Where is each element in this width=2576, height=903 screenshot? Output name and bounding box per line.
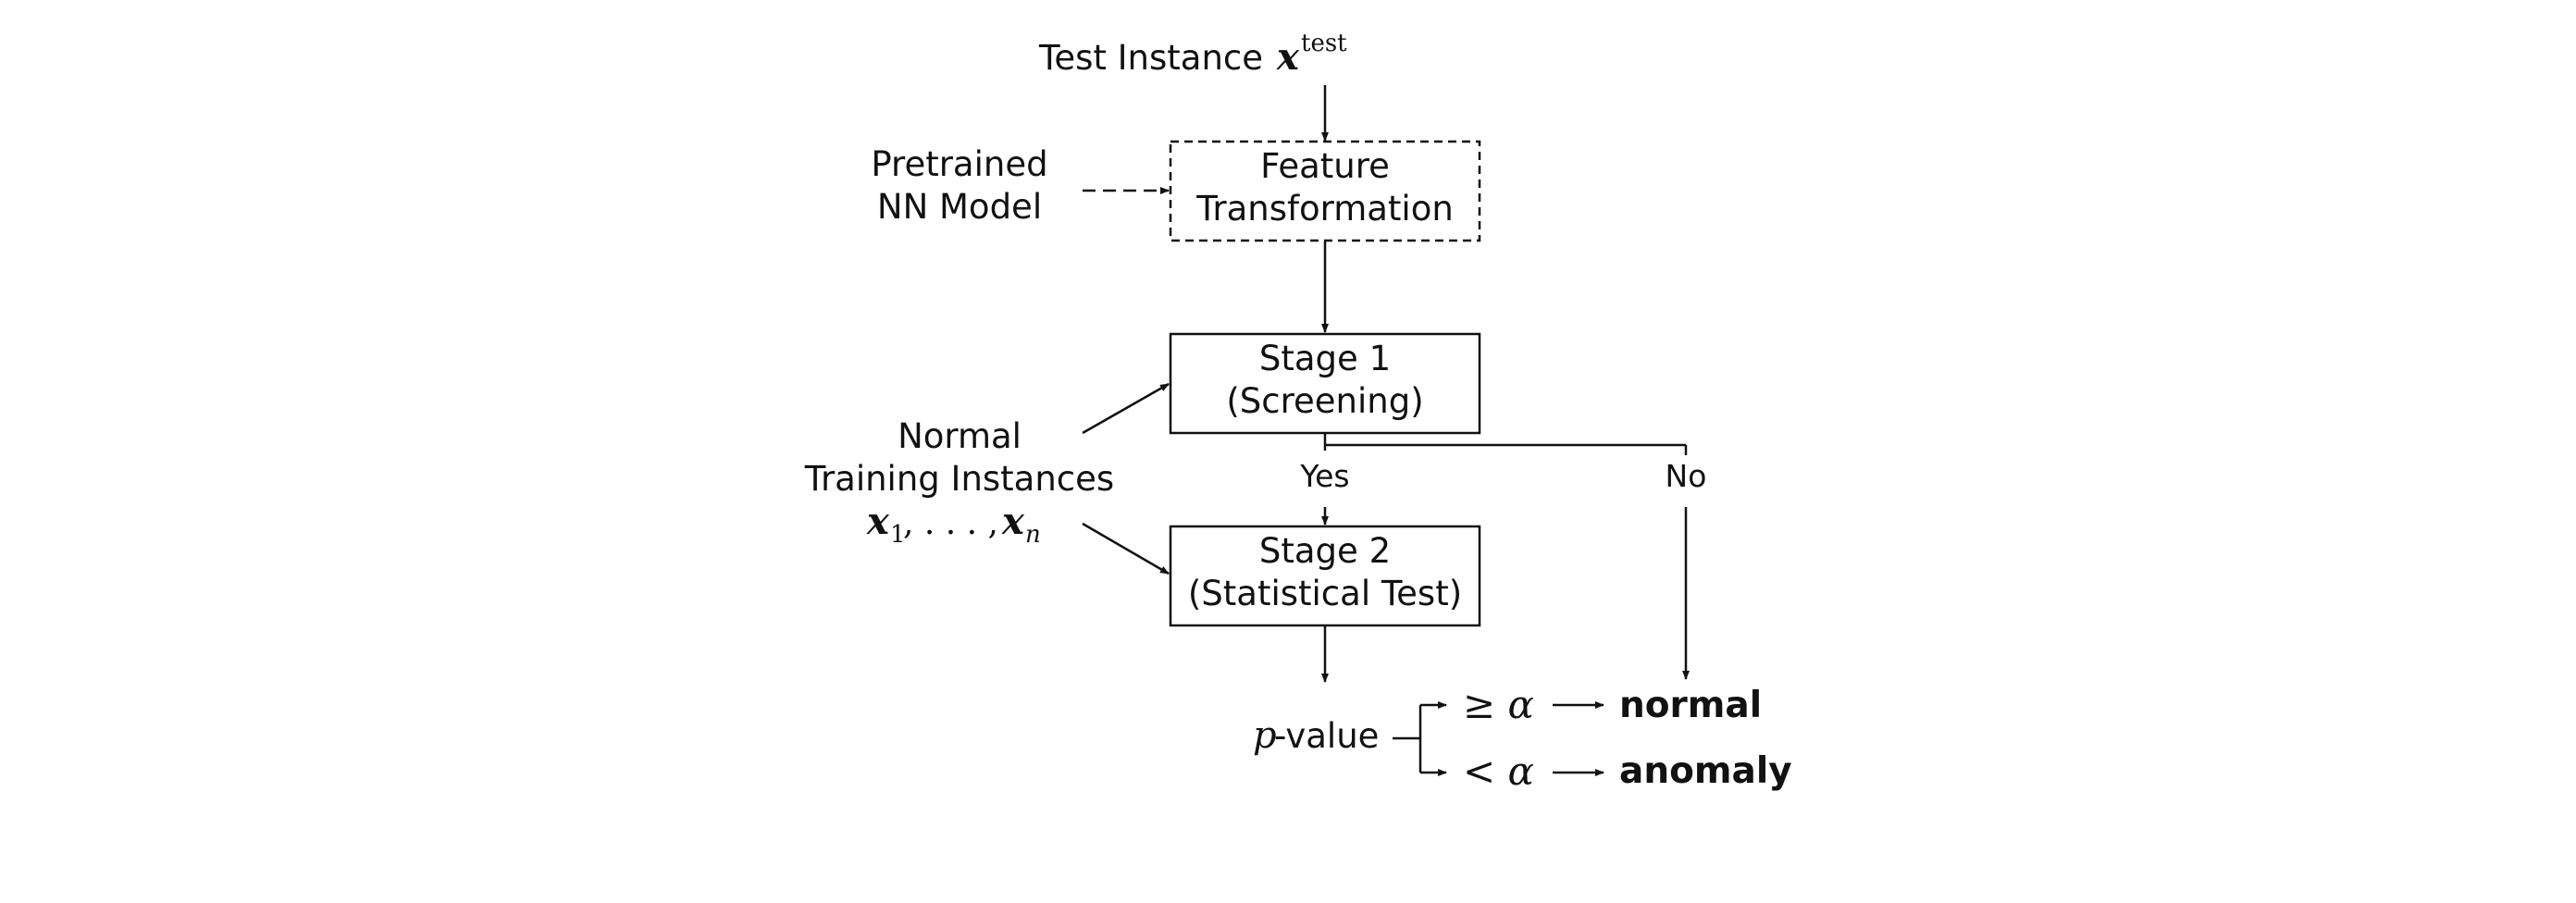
p-value-symbol: p xyxy=(1253,714,1277,757)
stage1-label-line1: Stage 1 xyxy=(1259,339,1391,378)
stage2-label-line2: (Statistical Test) xyxy=(1188,574,1462,613)
test-instance-symbol: x xyxy=(1276,35,1300,79)
feature-label-line2: Transformation xyxy=(1195,189,1454,229)
outcome-normal: normal xyxy=(1619,685,1762,726)
training-x1: x xyxy=(866,500,890,543)
p-value-node: p -value xyxy=(1253,714,1379,757)
feature-transformation-box: Feature Transformation xyxy=(1169,140,1481,242)
training-instances-node: Normal Training Instances x 1 , . . . , … xyxy=(804,416,1114,549)
pretrained-label-line2: NN Model xyxy=(877,187,1042,227)
pretrained-label-line1: Pretrained xyxy=(871,144,1047,184)
training-math: x 1 , . . . , x n xyxy=(866,500,1041,549)
stage2-label-line1: Stage 2 xyxy=(1259,531,1391,571)
feature-label-line1: Feature xyxy=(1260,146,1390,186)
training-label-line2: Training Instances xyxy=(804,459,1114,499)
stage1-label-line2: (Screening) xyxy=(1226,381,1423,421)
outcome-anomaly: anomaly xyxy=(1619,750,1792,792)
branch-no-label: No xyxy=(1666,458,1707,494)
threshold-ge-alpha: ≥ α xyxy=(1463,682,1534,727)
threshold-lt-alpha: < α xyxy=(1463,748,1534,794)
test-instance-label: Test Instance xyxy=(1038,38,1263,78)
test-instance-node: Test Instance x test xyxy=(1038,30,1347,79)
pretrained-model-node: Pretrained NN Model xyxy=(871,144,1047,227)
test-instance-superscript: test xyxy=(1301,30,1347,57)
training-subn: n xyxy=(1025,521,1041,549)
training-sep: , . . . , xyxy=(903,504,998,542)
arrow-training-to-stage1 xyxy=(1082,382,1170,435)
stage1-box: Stage 1 (Screening) xyxy=(1169,332,1481,435)
training-label-line1: Normal xyxy=(898,416,1022,456)
branch-yes-label: Yes xyxy=(1299,458,1349,494)
arrow-training-to-stage2 xyxy=(1082,522,1170,575)
training-sub1: 1 xyxy=(890,521,906,549)
training-xn: x xyxy=(1001,500,1025,543)
p-value-text: -value xyxy=(1274,716,1379,756)
stage2-box: Stage 2 (Statistical Test) xyxy=(1169,525,1481,627)
